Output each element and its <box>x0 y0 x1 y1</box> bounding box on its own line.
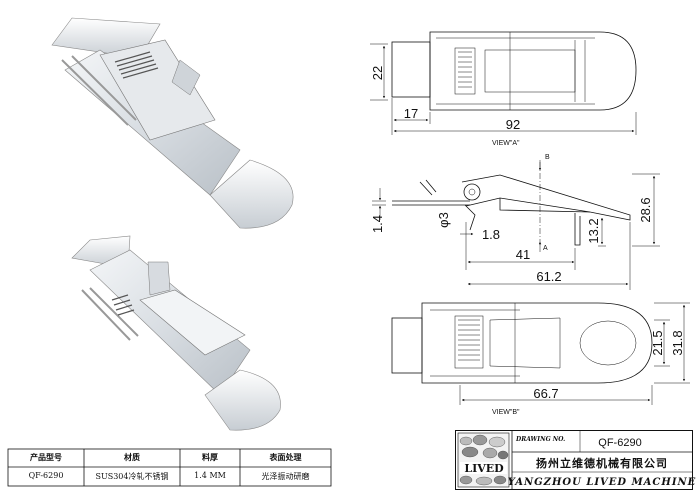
title-block-lines <box>511 430 693 490</box>
company-name-cn: 扬州立维德机械有限公司 <box>536 456 668 470</box>
header-finish: 表面处理 <box>269 452 302 462</box>
value-material: SUS304冷轧不锈钢 <box>95 472 169 481</box>
title-block <box>455 430 693 490</box>
dim-side-hole: φ3 <box>436 212 451 228</box>
dim-side-thickness: 1.4 <box>370 215 385 233</box>
logo-stone-pattern <box>457 432 510 488</box>
arrow-a-label: A <box>543 245 548 252</box>
parts-table: 产品型号 材质 料厚 表面处理 QF-6290 SUS304冷轧不锈钢 1.4 … <box>8 449 331 486</box>
logo-text: LIVED <box>464 462 504 475</box>
view-b-label: VIEW"B" <box>492 409 520 416</box>
header-thickness: 料厚 <box>202 452 218 462</box>
value-finish: 光泽振动研磨 <box>261 472 310 481</box>
dim-top-height: 22 <box>370 66 385 80</box>
arrow-b-label: B <box>545 154 550 161</box>
side-view-dimensions <box>372 160 660 290</box>
dim-side-height-total: 28.6 <box>638 197 653 222</box>
header-material: 材质 <box>124 452 140 462</box>
bottom-view-drawing <box>391 302 653 384</box>
dim-bottom-width-total: 31.8 <box>670 330 685 355</box>
dim-side-length-total: 61.2 <box>536 269 561 284</box>
dim-top-offset: 17 <box>404 106 418 121</box>
dim-side-length-a: 41 <box>516 247 530 262</box>
value-thickness: 1.4 MM <box>194 471 226 480</box>
drawing-no-value: QF-6290 <box>598 437 641 449</box>
side-view-drawing <box>392 162 631 246</box>
dim-bottom-width-inner: 21.5 <box>650 330 665 355</box>
dim-top-length: 92 <box>506 117 520 132</box>
parts-table-lines <box>7 448 332 487</box>
latch-render-open <box>71 235 281 431</box>
dim-side-offset: 1.8 <box>482 227 500 242</box>
header-model: 产品型号 <box>30 452 62 462</box>
dim-bottom-length: 66.7 <box>533 386 558 401</box>
dim-side-height-small: 13.2 <box>586 218 601 243</box>
view-a-label: VIEW"A" <box>492 140 520 147</box>
top-view-drawing <box>391 31 637 111</box>
bottom-view-dimensions <box>459 302 690 405</box>
drawing-no-label: DRAWING NO. <box>515 436 565 443</box>
top-view-dimensions <box>370 43 637 135</box>
latch-render-closed <box>51 17 294 229</box>
company-name-en: YANGZHOU LIVED MACHINE <box>508 477 697 488</box>
value-model: QF-6290 <box>28 471 64 480</box>
